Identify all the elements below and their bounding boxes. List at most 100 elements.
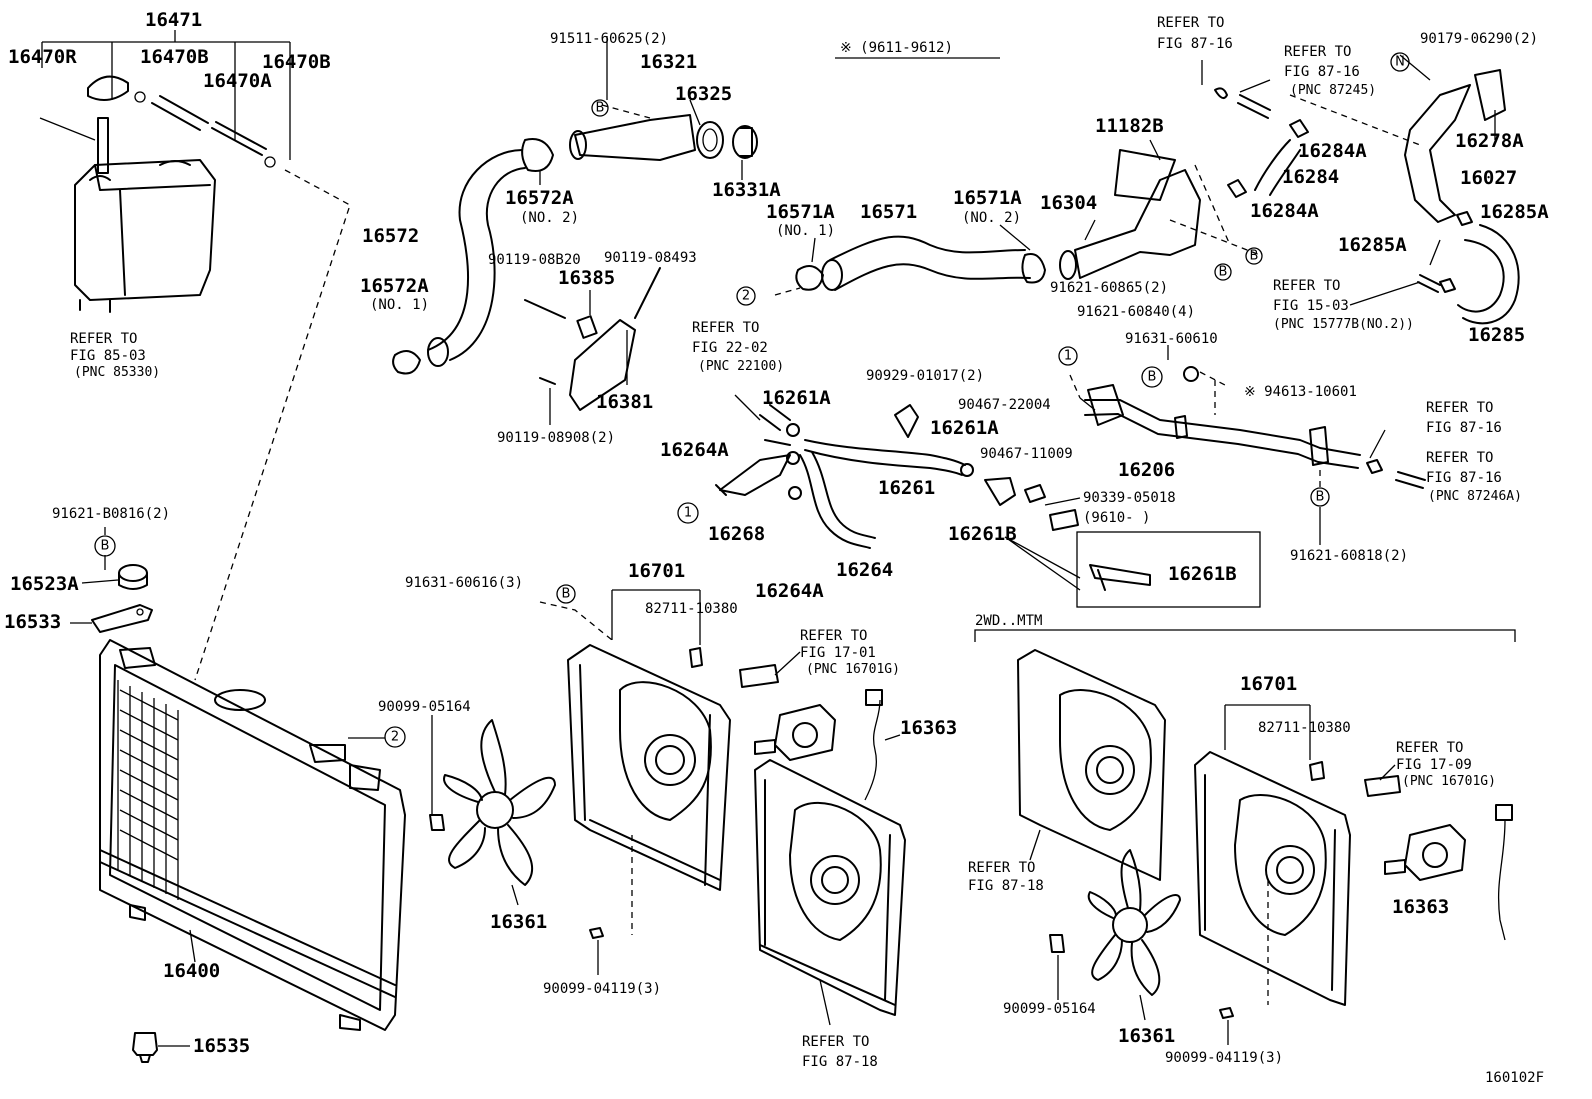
label-16470B-1: 16470B <box>140 46 209 68</box>
label-16285: 16285 <box>1468 324 1525 346</box>
section-bracket-2wd <box>974 629 1516 642</box>
marker-b-7: B <box>556 584 576 604</box>
label-no1-a: (NO. 1) <box>370 297 429 313</box>
label-90119-08493: 90119-08493 <box>604 250 697 266</box>
label-16363-1: 16363 <box>900 717 957 739</box>
bracket-16381 <box>524 267 661 411</box>
label-ref-17-09-2: FIG 17-09 <box>1396 757 1472 773</box>
label-90119-08B20: 90119-08B20 <box>488 252 581 268</box>
fan-motor-16363-b <box>1384 804 1513 941</box>
label-16261: 16261 <box>878 477 935 499</box>
label-82711-1: 82711-10380 <box>645 601 738 617</box>
label-ref-17-01-3: (PNC 16701G) <box>806 662 900 677</box>
label-82711-2: 82711-10380 <box>1258 720 1351 736</box>
svg-text:B: B <box>562 587 571 602</box>
label-16533: 16533 <box>4 611 61 633</box>
svg-text:B: B <box>1219 265 1228 280</box>
fan-motor-16363-a <box>754 689 883 801</box>
marker-b-1: B <box>591 99 609 117</box>
fan-shroud-16701-a <box>567 644 731 891</box>
label-ref-15-2: FIG 15-03 <box>1273 298 1349 314</box>
hose-16261 <box>804 439 966 476</box>
svg-text:B: B <box>596 101 605 116</box>
fan-shroud-16701-b <box>754 759 906 1016</box>
label-90467-11009: 90467-11009 <box>980 446 1073 462</box>
label-16523A: 16523A <box>10 573 79 595</box>
label-16284A-1: 16284A <box>1298 140 1367 162</box>
label-91631-60616: 91631-60616(3) <box>405 575 523 591</box>
label-16701-2: 16701 <box>1240 673 1297 695</box>
label-ref-87-18b-2: FIG 87-18 <box>968 878 1044 894</box>
label-90099-04119-1: 90099-04119(3) <box>543 981 661 997</box>
label-16261A-2: 16261A <box>930 417 999 439</box>
label-90467-22004: 90467-22004 <box>958 397 1051 413</box>
drain-plug-16535 <box>132 1032 158 1063</box>
upper-hose-16572 <box>427 149 526 367</box>
label-ref-87-16b-2: FIG 87-16 <box>1284 64 1360 80</box>
figure-code: 160102F <box>1485 1070 1544 1086</box>
label-ref-17-01-2: FIG 17-01 <box>800 645 876 661</box>
marker-b-3: B <box>1245 247 1263 265</box>
reservoir-hose <box>134 91 276 168</box>
label-16363-2: 16363 <box>1392 896 1449 918</box>
label-ref-87-16c-2: FIG 87-16 <box>1426 420 1502 436</box>
label-91631-60610: 91631-60610 <box>1125 331 1218 347</box>
pipe-16027 <box>1404 69 1506 223</box>
marker-1-1: 1 <box>1058 346 1078 366</box>
fan-shroud-2wd-a <box>1017 649 1166 881</box>
label-90099-04119-2: 90099-04119(3) <box>1165 1050 1283 1066</box>
label-16701-1: 16701 <box>628 560 685 582</box>
label-90929: 90929-01017(2) <box>866 368 984 384</box>
label-11182B: 11182B <box>1095 115 1164 137</box>
label-16571A-no1: 16571A <box>766 201 835 223</box>
label-ref-22-3: (PNC 22100) <box>698 359 784 374</box>
marker-2-2: 2 <box>384 726 406 748</box>
label-91621-60865: 91621-60865(2) <box>1050 280 1168 296</box>
label-ref-22-1: REFER TO <box>692 320 759 336</box>
label-16361-1: 16361 <box>490 911 547 933</box>
svg-text:1: 1 <box>684 506 692 521</box>
label-16385: 16385 <box>558 267 615 289</box>
label-16572: 16572 <box>362 225 419 247</box>
label-16285A-2: 16285A <box>1338 234 1407 256</box>
label-90099-05164-1: 90099-05164 <box>378 699 471 715</box>
label-ref-87-16b-3: (PNC 87245) <box>1290 83 1376 98</box>
label-16284A-2: 16284A <box>1250 200 1319 222</box>
label-no2-a: (NO. 2) <box>520 210 579 226</box>
label-16470B-2: 16470B <box>262 51 331 73</box>
label-16285A-1: 16285A <box>1480 201 1549 223</box>
label-16325: 16325 <box>675 83 732 105</box>
label-ref-87-16a-1: REFER TO <box>1157 15 1224 31</box>
label-9610: (9610- ) <box>1083 510 1150 526</box>
label-90119-08908: 90119-08908(2) <box>497 430 615 446</box>
water-outlet-16321 <box>569 104 696 161</box>
hose-clamp-16572A-no1 <box>392 350 421 375</box>
label-ref-87-16d-1: REFER TO <box>1426 450 1493 466</box>
label-16027: 16027 <box>1460 167 1517 189</box>
label-16470R: 16470R <box>8 46 77 68</box>
pipe-16268 <box>715 454 791 496</box>
label-no1-b: (NO. 1) <box>776 223 835 239</box>
svg-text:B: B <box>1250 249 1259 264</box>
svg-text:B: B <box>1148 370 1157 385</box>
label-ref-85-3: (PNC 85330) <box>74 365 160 380</box>
marker-b-5: B <box>1310 487 1330 507</box>
svg-text:1: 1 <box>1064 349 1072 364</box>
svg-text:B: B <box>1316 490 1325 505</box>
svg-text:B: B <box>101 539 110 554</box>
label-16535: 16535 <box>193 1035 250 1057</box>
label-ref-87-18a-1: REFER TO <box>802 1034 869 1050</box>
label-16470A: 16470A <box>203 70 272 92</box>
label-91621-60840: 91621-60840(4) <box>1077 304 1195 320</box>
hose-16264 <box>799 451 876 549</box>
label-ref-87-16b-1: REFER TO <box>1284 44 1351 60</box>
radiator-cap-16523A <box>118 564 148 590</box>
labels: 16471 16470R 16470B 16470B 16470A REFER … <box>4 9 1549 1086</box>
pipe-16206 <box>1084 384 1361 469</box>
label-94613: ※ 94613-10601 <box>1244 384 1357 400</box>
label-16284: 16284 <box>1282 166 1339 188</box>
hose-clamp-16572A-no2 <box>521 138 554 172</box>
marker-b-4: B <box>1141 366 1163 388</box>
label-90179: 90179-06290(2) <box>1420 31 1538 47</box>
label-16381: 16381 <box>596 391 653 413</box>
